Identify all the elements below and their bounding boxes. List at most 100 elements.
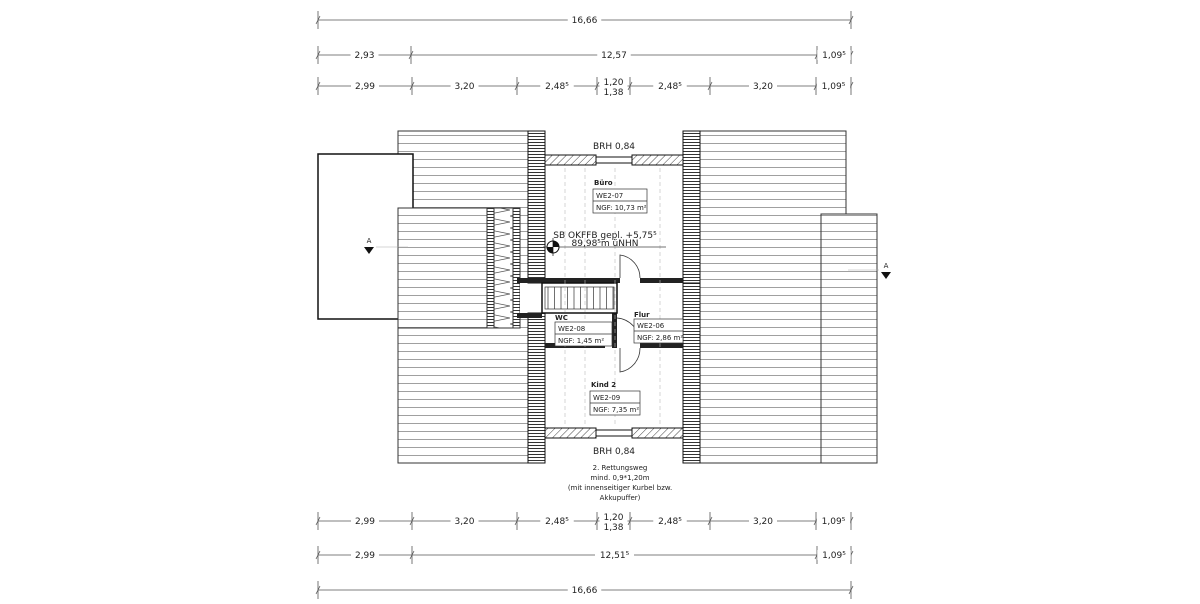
dimension-slash (594, 516, 600, 526)
dimension-label: 1,38 (603, 523, 623, 533)
svg-text:mind. 0,9*1,20m: mind. 0,9*1,20m (590, 474, 649, 482)
dimension-slash (409, 516, 415, 526)
dimension-slash (409, 81, 415, 91)
dimension-label-bg (816, 81, 851, 91)
dimension-label: 3,20 (753, 82, 773, 92)
dimension-slash (315, 50, 321, 60)
dimension-label-bg (653, 516, 687, 526)
room-id-flur: WE2-06 (637, 322, 665, 330)
dimension-label: 2,48⁵ (545, 517, 569, 527)
dimension-label-bg (567, 585, 602, 595)
dimension-label-bg (817, 550, 851, 560)
dimension-label-bg (351, 516, 379, 526)
dimension-label-bg (351, 550, 379, 560)
door-kind (619, 347, 641, 373)
dimension-label-bg (653, 81, 687, 91)
door-buero (619, 254, 641, 279)
dimension-label-bg (597, 50, 631, 60)
dimension-label-bg (540, 516, 574, 526)
dimension-label: 1,38 (603, 88, 623, 98)
room-id-kind2: WE2-09 (593, 394, 620, 402)
dimension-label-bg (749, 81, 777, 91)
dimension-slash (707, 81, 713, 91)
dimension-label-bg (567, 15, 602, 25)
dimension-label: 2,99 (355, 551, 375, 561)
dimension-label: 2,48⁵ (658, 82, 682, 92)
roof-right (699, 130, 878, 464)
dimension-label-bg (595, 550, 634, 560)
window-bottom (595, 429, 633, 437)
dimension-label-bg (450, 81, 479, 91)
dimension-label-bg (351, 81, 379, 91)
room-area-buero: NGF: 10,73 m² (596, 204, 647, 212)
window-label-top: BRH 0,84 (593, 142, 635, 152)
dimension-label: 3,20 (454, 517, 474, 527)
svg-text:2. Rettungsweg: 2. Rettungsweg (593, 464, 648, 472)
dimension-label-bg (816, 516, 851, 526)
svg-text:A: A (367, 237, 372, 245)
room-area-flur: NGF: 2,86 m² (637, 334, 683, 342)
dimension-label-bg (749, 516, 777, 526)
dimension-label: 3,20 (454, 82, 474, 92)
dimension-label: 12,57 (601, 51, 627, 61)
svg-text:Akkupuffer): Akkupuffer) (600, 494, 641, 502)
dimension-label: 1,09⁵ (822, 82, 846, 92)
dimension-slash (315, 516, 321, 526)
dimension-slash (514, 516, 520, 526)
room-id-buero: WE2-07 (596, 192, 623, 200)
level-marker-icon (546, 238, 560, 256)
dimension-label: 1,20 (603, 513, 623, 523)
dimension-label: 1,09⁵ (822, 551, 846, 561)
dimension-label: 2,99 (355, 82, 375, 92)
dimension-label: 2,48⁵ (658, 517, 682, 527)
dimension-label-bg (599, 512, 628, 522)
dimension-label: 1,20 (603, 78, 623, 88)
room-area-wc: NGF: 1,45 m² (558, 337, 604, 345)
insulation (493, 207, 514, 329)
room-name-wc: WC (555, 314, 568, 322)
dimension-slash (409, 550, 415, 560)
window-top (595, 156, 633, 164)
escape-route-note: 2. Rettungsweg mind. 0,9*1,20m (mit inne… (568, 464, 672, 502)
dimension-slash (315, 585, 321, 595)
dimension-label-bg (350, 50, 379, 60)
dimension-label-bg (450, 516, 479, 526)
room-name-flur: Flur (634, 311, 650, 319)
dimension-label: 2,99 (355, 517, 375, 527)
dimension-slash (315, 550, 321, 560)
stair-frame (544, 286, 615, 310)
dimension-label: 12,51⁵ (600, 551, 630, 561)
dimension-slash (707, 516, 713, 526)
dimension-label-bg (599, 77, 628, 87)
room-name-buero: Büro (594, 179, 613, 187)
section-marker-left: A (364, 237, 408, 254)
svg-text:(mit innenseitiger Kurbel bzw.: (mit innenseitiger Kurbel bzw. (568, 484, 672, 492)
dimension-slash (848, 15, 854, 25)
dimension-slash (408, 50, 414, 60)
dimension-slash (848, 585, 854, 595)
dormer-outline (317, 153, 414, 320)
room-area-kind2: NGF: 7,35 m² (593, 406, 639, 414)
dimension-label: 1,09⁵ (822, 51, 846, 61)
dimension-label: 2,93 (354, 51, 374, 61)
level-line2: 89,98⁵m üNHN (572, 239, 639, 249)
dimension-slash (315, 15, 321, 25)
dimension-slash (514, 81, 520, 91)
staircase (541, 282, 618, 314)
room-name-kind2: Kind 2 (591, 381, 616, 389)
svg-text:A: A (884, 262, 889, 270)
interior (517, 130, 701, 464)
level-line1: SB OKFFB gepl. +5,75⁵ (553, 231, 657, 241)
dimension-label: 16,66 (572, 16, 598, 26)
dimension-label: 1,09⁵ (822, 517, 846, 527)
dimension-slash (594, 81, 600, 91)
section-marker-right: A (848, 262, 891, 279)
dimension-label: 16,66 (572, 586, 598, 596)
dimension-slash (627, 81, 633, 91)
dimension-label-bg (540, 81, 574, 91)
dimension-label-bg (817, 50, 851, 60)
dimension-label: 2,48⁵ (545, 82, 569, 92)
dimension-slash (627, 516, 633, 526)
dimension-slash (315, 81, 321, 91)
